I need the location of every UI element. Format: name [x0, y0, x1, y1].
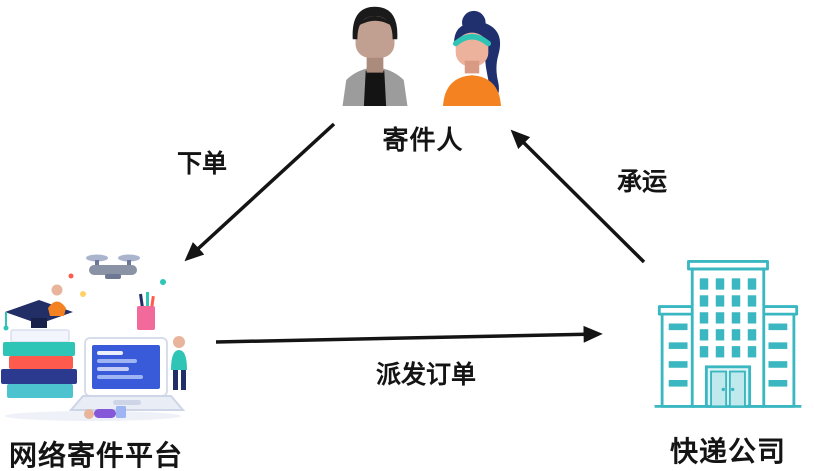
- edge-label-place-order: 下单: [176, 149, 227, 178]
- node-platform-label: 网络寄件平台: [8, 439, 183, 471]
- node-courier-label: 快递公司: [669, 435, 786, 468]
- edge-label-dispatch-order: 派发订单: [375, 360, 476, 389]
- edge-label-carriage: 承运: [616, 167, 667, 196]
- sender-avatars-icon: [328, 2, 518, 106]
- node-sender: 寄件人: [328, 2, 518, 157]
- man-avatar-icon: [342, 6, 408, 106]
- courier-building-icon: [654, 260, 802, 408]
- node-courier: 快递公司: [648, 252, 808, 470]
- node-sender-label: 寄件人: [382, 126, 464, 156]
- platform-illustration-icon: [1, 254, 187, 421]
- arrow-dispatch-order: [215, 325, 603, 344]
- woman-avatar-icon: [443, 10, 501, 106]
- node-platform: 网络寄件平台: [0, 246, 192, 471]
